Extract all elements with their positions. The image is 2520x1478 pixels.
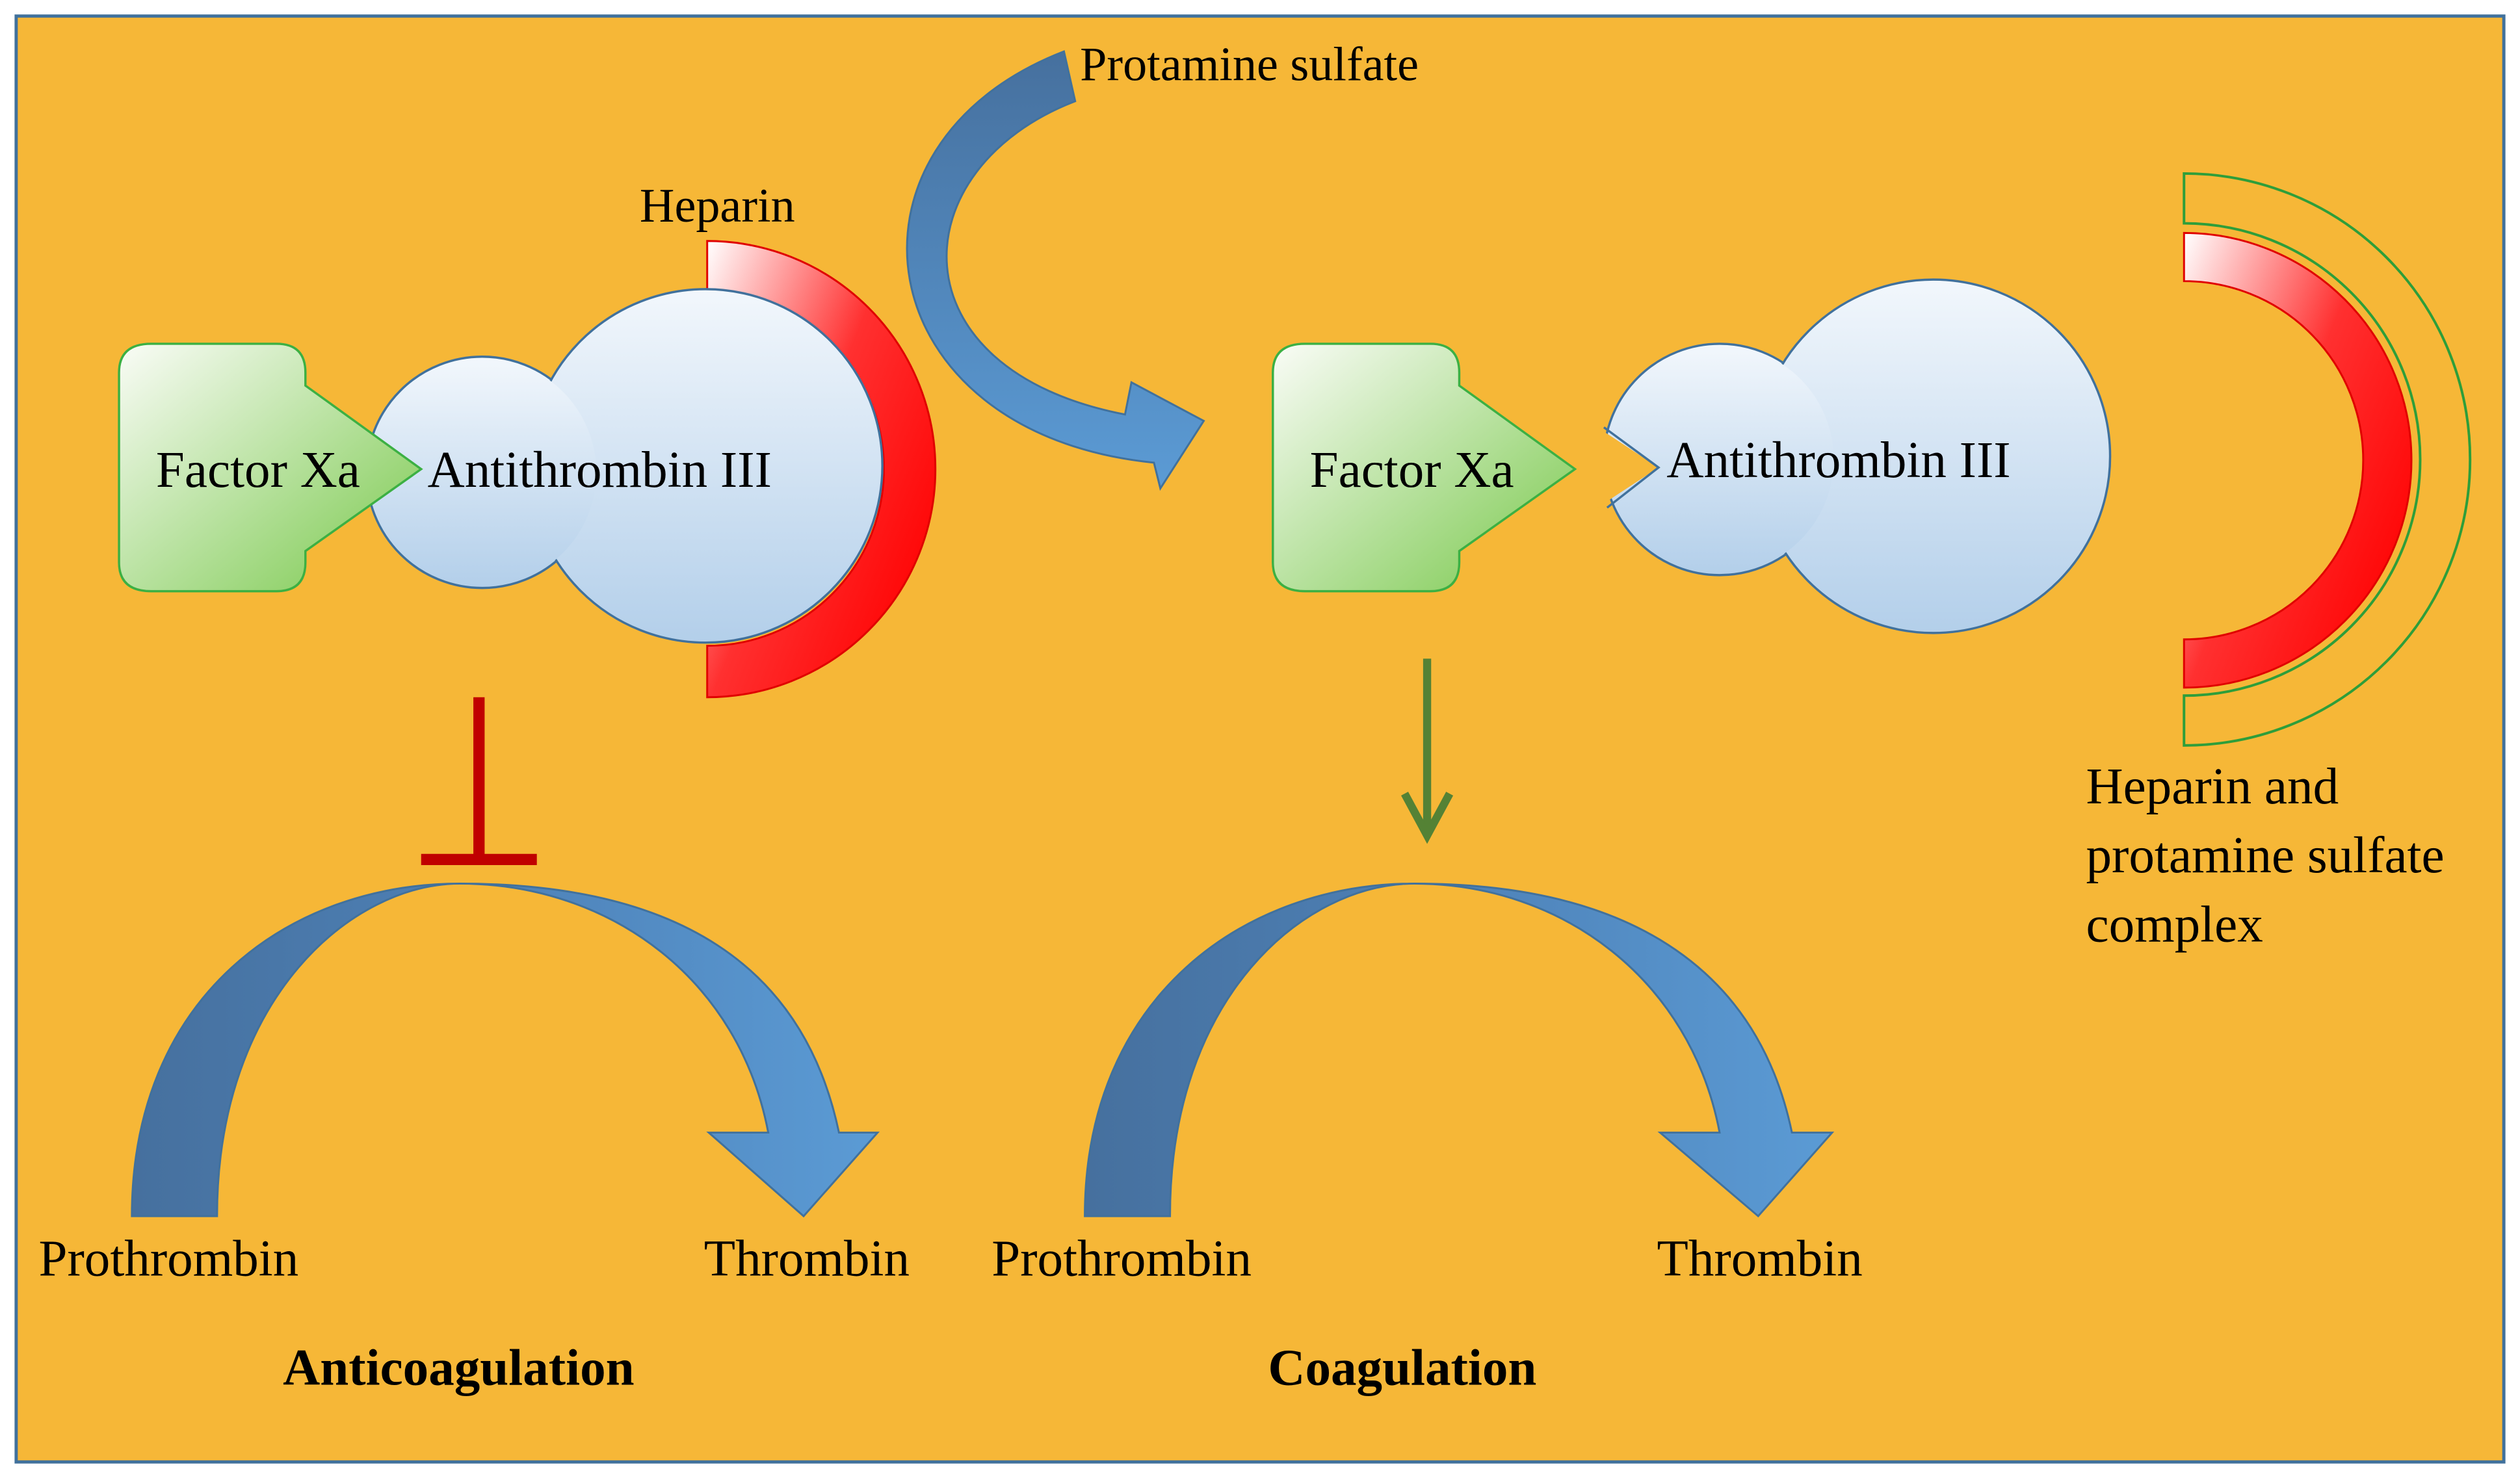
antithrombin-right <box>1543 278 2112 634</box>
prothrombin-left-label: Prothrombin <box>38 1231 298 1288</box>
background-panel <box>14 14 2506 1464</box>
anticoagulation-label: Anticoagulation <box>283 1340 634 1397</box>
coagulation-label: Coagulation <box>1268 1340 1536 1397</box>
inhibition-symbol <box>421 697 537 866</box>
factor-xa-left <box>118 343 423 593</box>
factor-xa-right-label: Factor Xa <box>1310 442 1514 499</box>
thrombin-left-label: Thrombin <box>704 1231 910 1288</box>
protamine-label: Protamine sulfate <box>1080 38 1419 92</box>
factor-xa-left-label: Factor Xa <box>156 442 360 499</box>
conversion-arrow-right <box>1084 882 1835 1218</box>
heparin-protamine-complex <box>2183 172 2472 747</box>
antithrombin-left-label: Antithrombin III <box>428 442 772 499</box>
complex-label-line3: complex <box>2086 896 2263 953</box>
conversion-arrow-left <box>131 882 880 1218</box>
heparin-label: Heparin <box>640 179 795 233</box>
protamine-arrow <box>906 50 1205 491</box>
complex-label-line1: Heparin and <box>2086 758 2339 815</box>
prothrombin-right-label: Prothrombin <box>991 1231 1252 1288</box>
activation-arrow <box>1401 658 1454 844</box>
factor-xa-right <box>1272 343 1577 593</box>
antithrombin-right-label: Antithrombin III <box>1666 432 2010 489</box>
complex-label-line2: protamine sulfate <box>2086 827 2444 884</box>
thrombin-right-label: Thrombin <box>1657 1231 1863 1288</box>
